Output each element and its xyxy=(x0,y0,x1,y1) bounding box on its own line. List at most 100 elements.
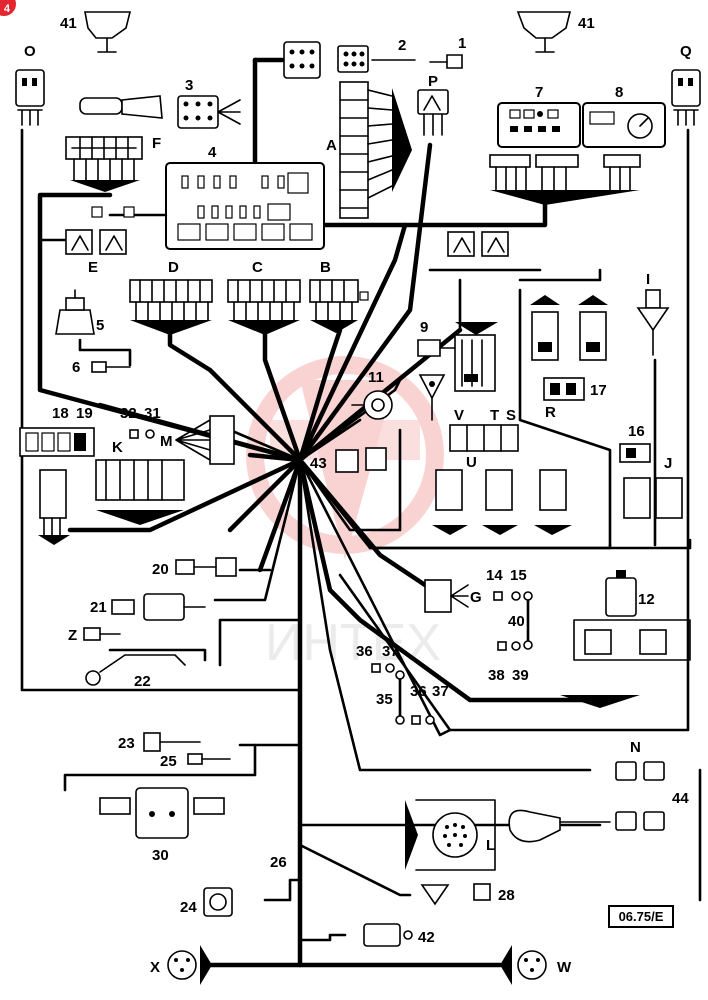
component-17: 17 xyxy=(543,377,607,401)
svg-text:15: 15 xyxy=(510,567,527,584)
svg-text:37: 37 xyxy=(382,643,399,660)
svg-text:42: 42 xyxy=(418,929,435,946)
component-28: 28 xyxy=(420,883,515,906)
svg-text:24: 24 xyxy=(180,899,197,916)
svg-text:7: 7 xyxy=(535,84,543,101)
component-VTS: V T S U xyxy=(449,407,519,471)
component-35: 35 xyxy=(376,670,405,725)
svg-text:U: U xyxy=(466,454,477,471)
svg-text:S: S xyxy=(506,407,516,424)
page-badge: 4 xyxy=(0,0,16,16)
component-D: D xyxy=(129,259,213,335)
svg-text:T: T xyxy=(490,407,499,424)
component-20: 20 xyxy=(152,557,237,578)
component-K: K xyxy=(95,439,185,525)
svg-text:37: 37 xyxy=(432,683,449,700)
component-P: P xyxy=(417,73,449,136)
svg-text:39: 39 xyxy=(512,667,529,684)
svg-text:M: M xyxy=(160,433,173,450)
svg-text:30: 30 xyxy=(152,847,169,864)
connector-left-mid xyxy=(38,469,70,545)
component-11: 11 xyxy=(351,369,393,420)
component-40: 40 xyxy=(508,591,533,650)
svg-text:E: E xyxy=(88,259,98,276)
component-21: 21 xyxy=(90,593,206,621)
component-36-37-bottom: 36 37 xyxy=(410,683,449,725)
component-44: 44 xyxy=(508,768,702,902)
svg-text:21: 21 xyxy=(90,599,107,616)
component-12: 12 xyxy=(560,570,691,708)
svg-text:9: 9 xyxy=(420,319,428,336)
svg-text:41: 41 xyxy=(578,15,595,32)
component-L: L xyxy=(405,799,496,871)
svg-text:44: 44 xyxy=(672,790,689,807)
connectors-U-row xyxy=(432,469,572,535)
svg-text:28: 28 xyxy=(498,887,515,904)
component-6: 6 xyxy=(72,359,131,376)
svg-text:I: I xyxy=(646,271,650,288)
component-26-label: 26 xyxy=(270,854,287,871)
component-24: 24 xyxy=(180,887,233,917)
component-36-37-top: 36 37 xyxy=(356,643,399,673)
svg-text:23: 23 xyxy=(118,735,135,752)
svg-text:K: K xyxy=(112,439,123,456)
svg-text:J: J xyxy=(664,455,672,472)
svg-text:2: 2 xyxy=(398,37,406,54)
component-32-31: 32 31 xyxy=(120,405,161,439)
component-5: 5 xyxy=(55,289,104,335)
component-43: 43 xyxy=(310,447,387,473)
component-R: R xyxy=(530,295,608,421)
component-2: 2 xyxy=(337,37,416,73)
svg-text:8: 8 xyxy=(615,84,623,101)
relay-pair-right xyxy=(447,231,509,257)
component-9: 9 xyxy=(417,319,461,357)
svg-text:B: B xyxy=(320,259,331,276)
svg-text:40: 40 xyxy=(508,613,525,630)
component-G: G xyxy=(424,579,482,613)
svg-text:26: 26 xyxy=(270,854,287,871)
component-A: A xyxy=(326,81,412,219)
svg-text:25: 25 xyxy=(160,753,177,770)
component-18-19: 18 19 xyxy=(19,405,95,457)
lamp-connector-center xyxy=(454,322,498,392)
svg-text:38: 38 xyxy=(488,667,505,684)
connectors-7-8 xyxy=(489,154,641,205)
svg-text:N: N xyxy=(630,739,641,756)
component-4-fusebox: 4 xyxy=(165,144,325,250)
svg-text:31: 31 xyxy=(144,405,161,422)
component-16: 16 xyxy=(619,423,651,463)
component-C: C xyxy=(227,259,301,335)
component-3: 3 xyxy=(79,77,241,129)
component-25: 25 xyxy=(160,753,231,770)
svg-text:43: 43 xyxy=(310,455,327,472)
svg-text:5: 5 xyxy=(96,317,104,334)
component-8: 8 xyxy=(582,84,666,148)
reference-box: 06.75/E xyxy=(608,905,674,928)
component-23: 23 xyxy=(118,732,201,752)
svg-text:D: D xyxy=(168,259,179,276)
component-B: B xyxy=(309,259,369,333)
svg-text:A: A xyxy=(326,137,337,154)
component-M: M xyxy=(160,415,235,465)
component-42: 42 xyxy=(363,923,435,947)
sensor-triangle xyxy=(418,374,446,421)
svg-text:16: 16 xyxy=(628,423,645,440)
svg-text:C: C xyxy=(252,259,263,276)
component-N: N xyxy=(615,739,665,781)
harness-trunks xyxy=(37,57,603,968)
component-E: E xyxy=(65,206,135,276)
svg-text:18: 18 xyxy=(52,405,69,422)
connector-top xyxy=(283,41,321,79)
svg-text:4: 4 xyxy=(208,144,217,161)
component-Z: Z xyxy=(68,627,121,644)
component-W: W xyxy=(500,945,572,985)
svg-text:22: 22 xyxy=(134,673,151,690)
component-38-39: 38 39 xyxy=(488,641,529,684)
svg-text:3: 3 xyxy=(185,77,193,94)
svg-text:36: 36 xyxy=(410,683,427,700)
svg-text:35: 35 xyxy=(376,691,393,708)
svg-text:P: P xyxy=(428,73,438,90)
svg-text:X: X xyxy=(150,959,160,976)
component-22: 22 xyxy=(85,654,186,690)
